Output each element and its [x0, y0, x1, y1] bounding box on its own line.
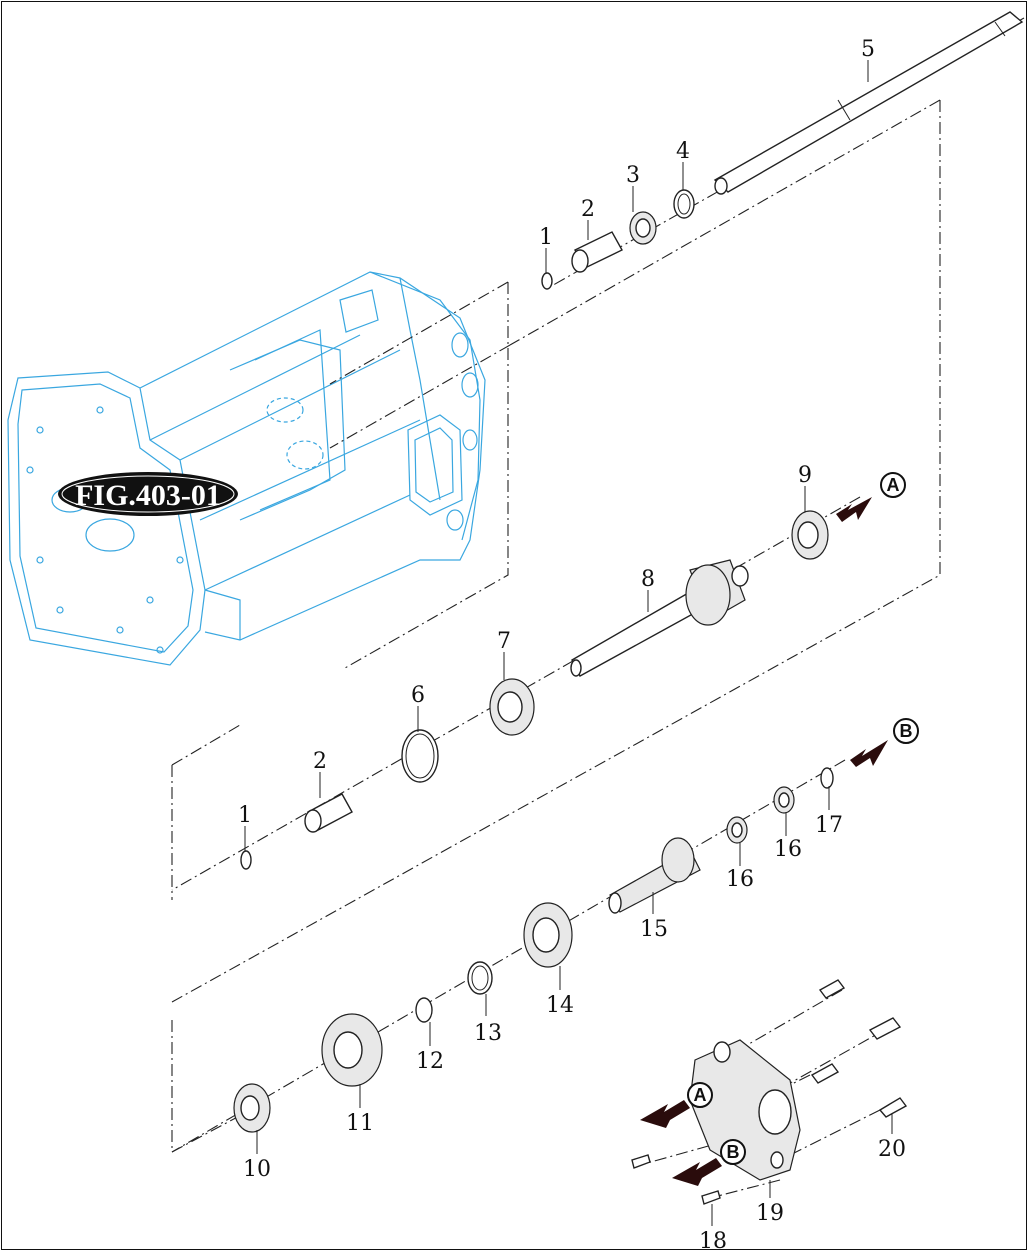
lower-shaft-group [233, 767, 834, 1133]
svg-text:A: A [694, 1085, 707, 1105]
part-number-2-upper: 2 [581, 197, 595, 222]
bearing-part-14[interactable] [523, 902, 573, 968]
part-number-4: 4 [676, 139, 690, 164]
part-number-19: 19 [756, 1201, 784, 1226]
snap-ring-part-6[interactable] [401, 729, 439, 783]
gear-shaft-part-15[interactable] [608, 837, 701, 914]
part-number-5: 5 [861, 37, 875, 62]
part-number-7: 7 [497, 629, 511, 654]
marker-a-top: A [880, 472, 906, 498]
bearing-part-9[interactable] [791, 510, 829, 560]
svg-text:B: B [900, 721, 913, 741]
ring-part-1-lower[interactable] [240, 850, 252, 870]
ring-part-1-upper[interactable] [541, 272, 553, 290]
part-number-1-lower: 1 [238, 803, 252, 828]
bolt-part-20-c[interactable] [810, 1063, 840, 1084]
bushing-part-2-lower[interactable] [304, 793, 353, 833]
figure-reference-label: FIG.403-01 [75, 479, 221, 512]
middle-shaft-group [240, 510, 829, 870]
pin-part-18-a[interactable] [631, 1154, 651, 1169]
part-number-20: 20 [878, 1137, 906, 1162]
bushing-part-2-upper[interactable] [571, 231, 623, 273]
part-number-3: 3 [626, 163, 640, 188]
arrow-a-top [836, 497, 872, 522]
leader-lines [244, 60, 893, 1226]
part-number-16-right: 16 [774, 837, 802, 862]
part-number-12: 12 [416, 1049, 444, 1074]
shaft-part-8[interactable] [570, 559, 749, 677]
bearing-part-11[interactable] [321, 1013, 383, 1087]
bolt-part-20-d[interactable] [878, 1097, 908, 1118]
cover-part-19[interactable] [689, 1039, 801, 1181]
arrow-a-bottom [640, 1100, 690, 1128]
washer-part-13[interactable] [467, 961, 493, 995]
snap-ring-part-12[interactable] [415, 997, 433, 1023]
part-number-15: 15 [640, 917, 668, 942]
part-number-1-upper: 1 [539, 225, 553, 250]
arrow-b-bottom [672, 1158, 722, 1186]
arrow-b-top [850, 740, 888, 767]
part-number-10: 10 [243, 1157, 271, 1182]
svg-text:B: B [727, 1142, 740, 1162]
transmission-housing-illustration [7, 271, 486, 666]
marker-b-bottom: B [720, 1139, 746, 1165]
input-shaft-part-5[interactable] [713, 11, 1024, 195]
bearing-part-10[interactable] [233, 1083, 271, 1133]
bearing-part-7[interactable] [489, 678, 535, 736]
figure-reference-badge[interactable]: FIG.403-01 [58, 472, 238, 516]
part-number-6: 6 [411, 683, 425, 708]
upper-shaft-group [541, 11, 1024, 290]
part-number-18: 18 [699, 1229, 727, 1253]
pin-part-18-b[interactable] [701, 1190, 721, 1205]
snap-ring-part-4[interactable] [673, 189, 695, 219]
part-number-9: 9 [798, 463, 812, 488]
bolt-part-20-a[interactable] [818, 979, 846, 999]
needle-bearing-part-16-left[interactable] [726, 816, 748, 844]
svg-text:A: A [887, 475, 900, 495]
marker-a-bottom: A [687, 1082, 713, 1108]
part-number-11: 11 [346, 1111, 374, 1136]
needle-bearing-part-16-right[interactable] [773, 786, 795, 814]
part-number-8: 8 [641, 567, 655, 592]
part-number-16-left: 16 [726, 867, 754, 892]
cover-group [631, 979, 908, 1205]
snap-ring-part-17[interactable] [820, 767, 834, 789]
marker-b-top: B [893, 718, 919, 744]
part-number-2-lower: 2 [313, 749, 327, 774]
part-number-13: 13 [474, 1021, 502, 1046]
part-number-14: 14 [546, 993, 574, 1018]
bolt-part-20-b[interactable] [868, 1017, 902, 1040]
part-number-17: 17 [815, 813, 843, 838]
part-number-labels: 5 4 3 2 1 9 8 7 6 2 1 17 16 16 15 14 13 … [238, 37, 906, 1253]
bearing-part-3[interactable] [629, 211, 657, 245]
